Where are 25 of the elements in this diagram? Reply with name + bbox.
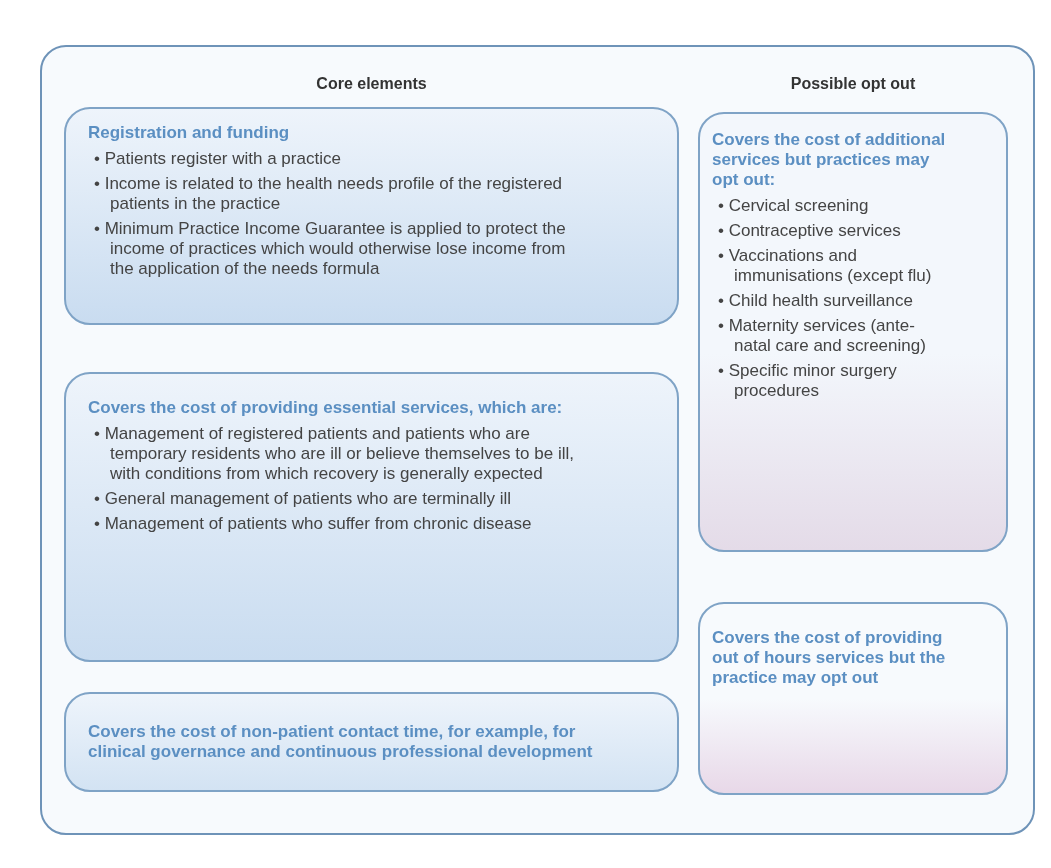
box-heading: Registration and funding	[88, 123, 291, 143]
bullet-item: • Child health surveillance	[718, 291, 914, 311]
content-box	[698, 112, 1008, 552]
bullet-item: • Income is related to the health needs profile of the registered patients in the practice	[94, 174, 564, 214]
outer-panel	[40, 45, 1035, 835]
content-box	[64, 372, 679, 662]
bullet-item: • Cervical screening	[718, 196, 870, 216]
box-heading: Covers the cost of providing out of hours services but the practice may opt out	[712, 628, 946, 688]
content-box	[698, 602, 1008, 795]
column-heading: Core elements	[315, 75, 428, 93]
bullet-item: • Specific minor surgery procedures	[718, 361, 898, 401]
bullet-item: • Minimum Practice Income Guarantee is applied to protect the income of practices which would otherwise lose income from the application of the needs formula	[94, 219, 567, 279]
bullet-item: • Management of registered patients and patients who are temporary residents who are ill or believe themselves to be ill, with conditions from which recovery is generally expected	[94, 424, 575, 484]
bullet-item: • General management of patients who are terminally ill	[94, 489, 512, 509]
bullet-item: • Maternity services (ante-natal care and screening)	[718, 316, 927, 356]
bullet-item: • Vaccinations and immunisations (except flu)	[718, 246, 933, 286]
content-box	[64, 692, 679, 792]
column-heading: Possible opt out	[789, 75, 917, 93]
bullet-item: • Patients register with a practice	[94, 149, 342, 169]
bullet-item: • Contraceptive services	[718, 221, 902, 241]
box-heading: Covers the cost of additional services but practices may opt out:	[712, 130, 946, 190]
bullet-item: • Management of patients who suffer from chronic disease	[94, 514, 533, 534]
content-box	[64, 107, 679, 325]
box-heading: Covers the cost of non-patient contact time, for example, for clinical governance and continuous professional development	[88, 722, 594, 762]
box-heading: Covers the cost of providing essential services, which are:	[88, 398, 564, 418]
